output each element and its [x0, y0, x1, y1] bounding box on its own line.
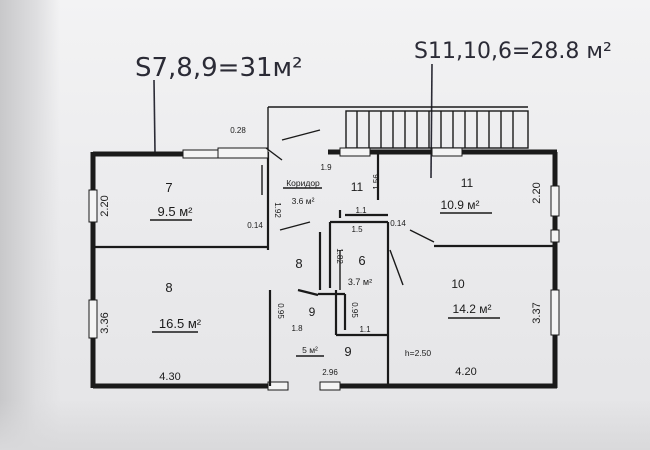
- dim-0.14-left: 0.14: [247, 221, 263, 230]
- room-8-number: 8: [165, 280, 172, 295]
- room-6-area: 3.7 м²: [348, 277, 372, 287]
- dim-0.95-right: 0.95: [350, 302, 359, 318]
- dim-2.20-left: 2.20: [99, 195, 111, 216]
- dim-0.95-left: 0.95: [276, 303, 285, 319]
- handwritten-annotations: S7,8,9=31м² S11,10,6=28.8 м²: [135, 39, 612, 179]
- dim-2.20-right: 2.20: [531, 182, 543, 203]
- room-11-number: 11: [461, 176, 474, 190]
- room-9-lower-number: 9: [344, 344, 351, 359]
- exterior-walls: [90, 149, 558, 389]
- dim-2.96: 2.96: [322, 368, 338, 377]
- dim-3.36: 3.36: [99, 312, 111, 333]
- room-9-upper-number: 9: [309, 305, 316, 319]
- room-10-area: 14.2 м²: [453, 302, 492, 316]
- room-7-area: 9.5 м²: [158, 204, 194, 219]
- dim-3.37: 3.37: [531, 302, 543, 323]
- dim-1.92: 1.92: [273, 202, 282, 218]
- corridor-8-number: 8: [295, 256, 302, 271]
- page-shadow-bottom: [0, 400, 650, 450]
- dim-1.1-top: 1.1: [355, 206, 367, 215]
- dim-1.1-bottom: 1.1: [359, 325, 371, 334]
- room-6-number: 6: [358, 253, 365, 268]
- dim-1.82: 1.82: [335, 248, 344, 264]
- room-labels: 7 9.5 м² 8 16.5 м² Коридор 3.6 м² 8 11 1…: [150, 176, 500, 359]
- room-11-area: 10.9 м²: [441, 198, 480, 212]
- interior-walls: [93, 129, 555, 386]
- dim-0.14-right: 0.14: [390, 219, 406, 228]
- room-10-number: 10: [451, 277, 465, 291]
- room-9-upper-area: 5 м²: [302, 345, 318, 355]
- dim-4.20: 4.20: [455, 366, 476, 378]
- dim-1.8: 1.8: [291, 324, 303, 333]
- corridor-area: 3.6 м²: [292, 196, 315, 206]
- corridor-label: Коридор: [286, 178, 320, 188]
- page-shadow: [0, 0, 60, 450]
- leader-line-left: [153, 79, 156, 153]
- room-11-small-number: 11: [351, 180, 364, 194]
- dimension-labels: 0.28 1.9 1.56 2.20 2.20 1.92 0.14 0.14 1…: [99, 126, 543, 383]
- dim-1.9: 1.9: [320, 163, 332, 172]
- stairs: [267, 106, 529, 150]
- room-7-number: 7: [165, 180, 172, 195]
- dim-4.30: 4.30: [159, 371, 180, 383]
- sum-left-annotation: S7,8,9=31м²: [135, 53, 303, 83]
- room-8-area: 16.5 м²: [159, 316, 202, 331]
- ceiling-height: h=2.50: [405, 348, 432, 358]
- dim-0.28: 0.28: [230, 126, 246, 135]
- dim-1.56: 1.56: [372, 174, 381, 190]
- windows: [88, 147, 560, 391]
- leader-line-right: [430, 63, 433, 179]
- sum-right-annotation: S11,10,6=28.8 м²: [414, 39, 612, 64]
- dim-1.5: 1.5: [351, 225, 363, 234]
